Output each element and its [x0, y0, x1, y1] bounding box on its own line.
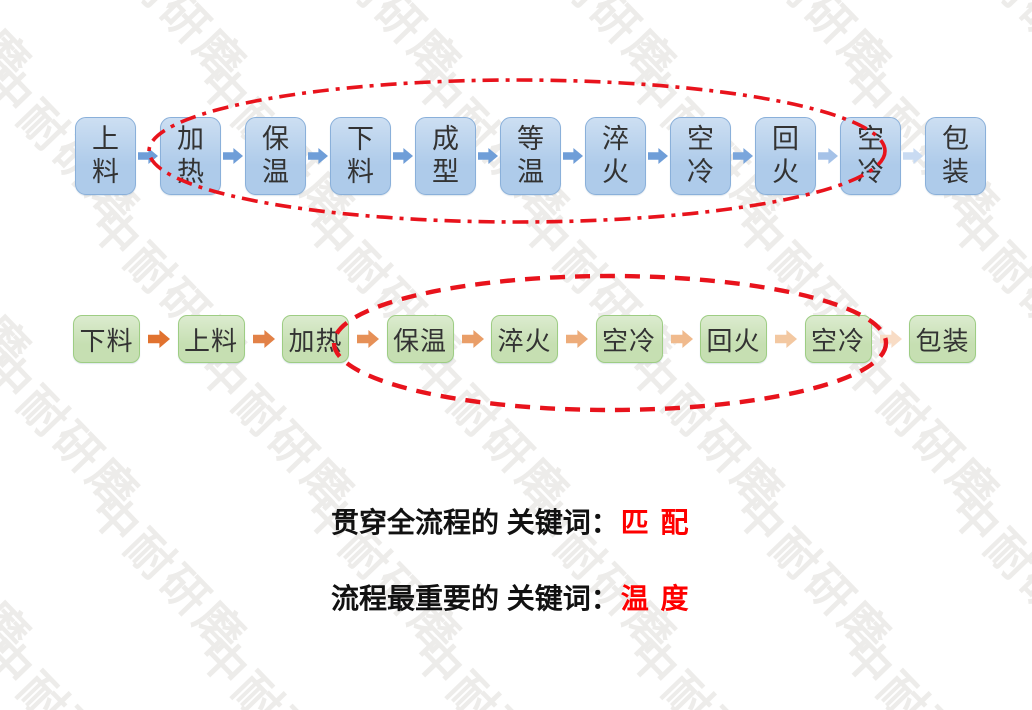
flow-step-label: 上料	[92, 124, 119, 187]
arrow-right-icon	[357, 330, 379, 353]
flow-step-label: 淬火	[497, 325, 552, 356]
bottom-flow-step-1: 下料	[73, 315, 140, 363]
flow-step-label: 回火	[706, 325, 761, 356]
bottom-flow-step-5: 淬火	[491, 315, 558, 363]
arrow-right-icon	[879, 330, 902, 353]
caption-keyword: 温 度	[620, 583, 691, 614]
caption-line-temperature: 流程最重要的 关键词：温 度	[331, 577, 691, 617]
bottom-flow-step-3: 加热	[282, 315, 349, 363]
arrow-right-icon	[775, 330, 797, 353]
caption-keyword: 匹 配	[620, 507, 691, 538]
top-flow-step-1: 上料	[75, 117, 136, 195]
caption-prefix: 流程最重要的 关键词：	[331, 583, 619, 614]
flow-step-label: 下料	[79, 325, 134, 356]
flow-step-label: 加热	[288, 325, 343, 356]
bottom-flow-step-9: 包装	[909, 315, 976, 363]
arrow-right-icon	[461, 330, 484, 353]
top-flow-step-11: 包装	[925, 117, 986, 195]
bottom-flow-step-2: 上料	[177, 315, 245, 363]
caption-prefix: 贯穿全流程的 关键词：	[331, 507, 619, 538]
arrow-right-icon	[148, 330, 170, 353]
arrow-right-icon	[903, 148, 923, 169]
flow-step-label: 包装	[942, 124, 969, 187]
flow-step-label: 包装	[915, 325, 970, 356]
arrow-right-icon	[566, 330, 588, 353]
arrow-right-icon	[252, 330, 275, 353]
flow-step-label: 上料	[183, 325, 238, 356]
caption-line-match: 贯穿全流程的 关键词：匹 配	[331, 501, 691, 541]
bottom-flow-step-6: 空冷	[595, 315, 663, 363]
flow-step-label: 空冷	[601, 325, 656, 356]
arrow-right-icon	[670, 330, 693, 353]
flow-step-label: 保温	[392, 325, 447, 356]
flow-step-label: 空冷	[810, 325, 865, 356]
bottom-flow-step-7: 回火	[700, 315, 767, 363]
bottom-flow-step-4: 保温	[386, 315, 454, 363]
bottom-flow-step-8: 空冷	[804, 315, 872, 363]
